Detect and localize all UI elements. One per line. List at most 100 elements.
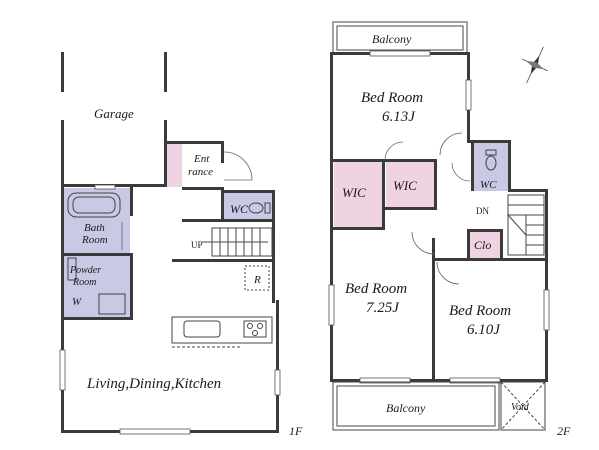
- wall-hall-bottom-2f: [435, 258, 548, 261]
- garage-label: Garage: [94, 106, 134, 121]
- garage-post-left: [61, 52, 64, 92]
- window-bed2-left: [328, 284, 335, 326]
- wall-powder-right: [130, 253, 133, 319]
- wall-bed2-right: [432, 238, 435, 379]
- bath-label-1: Bath: [84, 222, 105, 234]
- floor-2: Balcony Bed Room 6.13J WIC WIC WC DN Clo…: [328, 21, 571, 438]
- toilet-1f-tank: [264, 202, 271, 214]
- toilet-2f-tank: [485, 149, 497, 156]
- wall-1f-right-lower: [276, 300, 279, 433]
- wc-2f-label: WC: [480, 179, 497, 191]
- wall-bath-bottom: [64, 253, 133, 256]
- wall-wic-divider: [382, 159, 385, 229]
- wall-1f-right-mid: [272, 193, 275, 303]
- window-bed3-right: [543, 289, 550, 331]
- clo-label: Clo: [474, 238, 491, 252]
- floor-1-label: 1F: [289, 424, 303, 438]
- toilet-1f: [248, 202, 264, 214]
- floor-1: Garage Ent rance WC Bath Room Powder Roo…: [59, 52, 303, 438]
- wc-1f-fill: [224, 193, 272, 221]
- bed3-door: [436, 261, 460, 285]
- window-bed2-bottom: [359, 377, 411, 384]
- powder-label-1: Powder: [69, 265, 101, 276]
- wc-1f-label: WC: [230, 202, 249, 216]
- floor-2-label: 2F: [557, 424, 571, 438]
- bed1-label-1: Bed Room: [361, 90, 423, 106]
- entrance-fill: [167, 144, 182, 187]
- up-label: UP: [191, 240, 203, 250]
- washer-box: [98, 293, 126, 315]
- balcony-bottom: [332, 381, 500, 431]
- ldk-label: Living,Dining,Kitchen: [86, 376, 221, 392]
- wc2-door: [451, 162, 471, 182]
- wall-clo-top: [467, 229, 503, 232]
- wall-2f-wc-right: [508, 140, 511, 192]
- refrigerator-box: [244, 265, 270, 291]
- window-ldk-bottom: [119, 428, 191, 435]
- bath-label-2: Room: [81, 234, 108, 246]
- bed2-door: [411, 231, 435, 255]
- wall-wc2-left: [471, 143, 474, 191]
- entrance-label-1: Ent: [193, 153, 210, 165]
- wall-2f-bottom: [330, 379, 548, 382]
- wall-powder-bottom: [64, 317, 133, 320]
- window-bath: [94, 184, 116, 190]
- toilet-2f: [485, 155, 497, 171]
- entrance-door: [223, 151, 253, 181]
- kitchen-counter: [171, 316, 273, 348]
- wall-wc-bottom: [182, 219, 275, 222]
- bed1-label-2: 6.13J: [382, 109, 416, 125]
- wall-2f-stair-top: [508, 189, 548, 192]
- clo-fill: [470, 232, 500, 258]
- wall-bath-right: [130, 186, 133, 216]
- bed3-label-2: 6.10J: [467, 322, 501, 338]
- stairs-1f: [202, 227, 273, 257]
- wall-1f-top-entry: [164, 141, 224, 144]
- wic-right-fill: [386, 162, 434, 208]
- wall-wic-left-bottom: [333, 227, 385, 230]
- bathtub-inner: [72, 196, 116, 214]
- wall-1f-left: [61, 186, 64, 433]
- wic-left-fill: [334, 162, 382, 228]
- powder-room-fill: [64, 256, 130, 319]
- window-ldk-right: [274, 369, 281, 396]
- compass-icon: [522, 46, 548, 84]
- window-bed1-top: [369, 50, 431, 57]
- wic-right-label: WIC: [393, 178, 417, 193]
- wall-entry-right: [221, 141, 224, 163]
- wall-wic-right: [434, 159, 437, 209]
- wall-wc-left: [221, 187, 224, 221]
- balcony-top-inner: [336, 25, 464, 51]
- wall-2f-wc-top: [467, 140, 510, 143]
- stairs-2f: [507, 194, 545, 256]
- refrigerator-label: R: [253, 274, 261, 286]
- bed2-label-2: 7.25J: [366, 300, 400, 316]
- wall-wc-top: [224, 190, 275, 193]
- garage-wall-right: [164, 120, 167, 186]
- wall-2f-left: [330, 52, 333, 382]
- void-area: [500, 381, 546, 431]
- wall-wic-right-bottom: [385, 207, 437, 210]
- void-label: Void: [511, 402, 530, 413]
- window-bed3-bottom: [449, 377, 501, 384]
- window-bed1-right: [465, 79, 472, 111]
- washer-label: W: [72, 296, 82, 308]
- dn-label: DN: [476, 206, 489, 216]
- wall-clo-right: [500, 229, 503, 259]
- wall-clo-left: [467, 229, 470, 259]
- bed2-label-1: Bed Room: [345, 281, 407, 297]
- wic-door: [384, 141, 404, 161]
- balcony-bottom-inner: [336, 385, 496, 427]
- bed1-door: [439, 132, 463, 156]
- bed3-label-1: Bed Room: [449, 303, 511, 319]
- entrance-label-2: rance: [188, 166, 213, 178]
- wc-2f-fill: [474, 143, 508, 191]
- wall-hall-bottom: [172, 259, 275, 262]
- balcony-bottom-label: Balcony: [386, 401, 426, 415]
- wic-left-label: WIC: [342, 185, 366, 200]
- wall-2f-right: [545, 189, 548, 382]
- vanity: [67, 257, 77, 281]
- balcony-top-label: Balcony: [372, 32, 412, 46]
- garage-post-right: [164, 52, 167, 92]
